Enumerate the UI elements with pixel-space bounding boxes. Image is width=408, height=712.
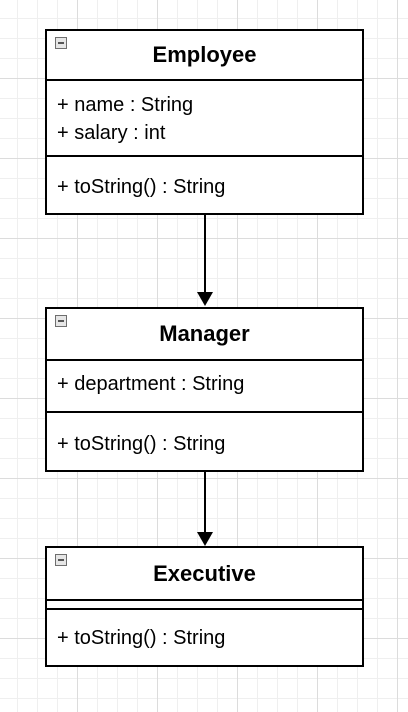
methods-section: + toString() : String	[47, 610, 362, 656]
methods-section: + toString() : String	[47, 157, 362, 205]
class-header: Executive	[47, 548, 362, 601]
attribute: + department : String	[57, 373, 245, 395]
methods-section: + toString() : String	[47, 413, 362, 462]
class-executive[interactable]: Executive + toString() : String	[45, 546, 364, 667]
attribute: + salary : int	[57, 122, 166, 144]
collapse-icon[interactable]	[55, 554, 67, 566]
collapse-icon[interactable]	[55, 37, 67, 49]
method: + toString() : String	[57, 627, 226, 649]
collapse-icon[interactable]	[55, 315, 67, 327]
method: + toString() : String	[57, 433, 226, 455]
class-header: Employee	[47, 31, 362, 81]
attributes-section: + department : String	[47, 361, 362, 413]
arrow-employee-to-manager	[197, 214, 213, 306]
attribute: + name : String	[57, 94, 194, 116]
class-header: Manager	[47, 309, 362, 361]
class-employee[interactable]: Employee + name : String + salary : int …	[45, 29, 364, 215]
attributes-section: + name : String + salary : int	[47, 81, 362, 157]
class-name: Executive	[153, 560, 256, 586]
class-name: Employee	[152, 42, 257, 67]
arrow-manager-to-executive	[197, 471, 213, 546]
attributes-section	[47, 601, 362, 610]
class-name: Manager	[159, 321, 250, 346]
class-manager[interactable]: Manager + department : String + toString…	[45, 307, 364, 472]
method: + toString() : String	[57, 176, 226, 198]
